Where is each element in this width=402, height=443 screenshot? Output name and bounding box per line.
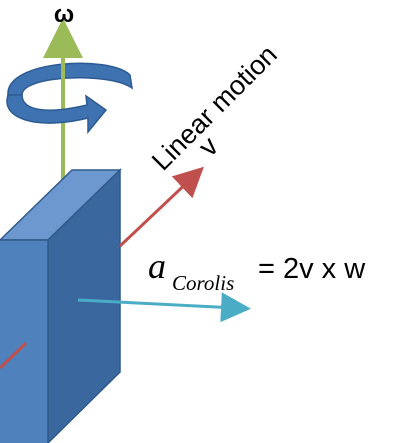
box-front-face	[0, 239, 49, 443]
rotation-arrow-back	[7, 62, 134, 96]
coriolis-equation: a Corolis = 2v x w	[148, 246, 366, 295]
velocity-arrow-tail	[0, 341, 28, 370]
omega-label: ω	[54, 1, 74, 28]
velocity-arrow	[118, 166, 204, 248]
accel-symbol: a	[148, 246, 166, 286]
accel-subscript: Corolis	[172, 271, 234, 295]
equation-rhs: = 2v x w	[258, 253, 366, 285]
rotation-arrow-front	[6, 94, 108, 135]
coriolis-arrow	[77, 292, 251, 323]
